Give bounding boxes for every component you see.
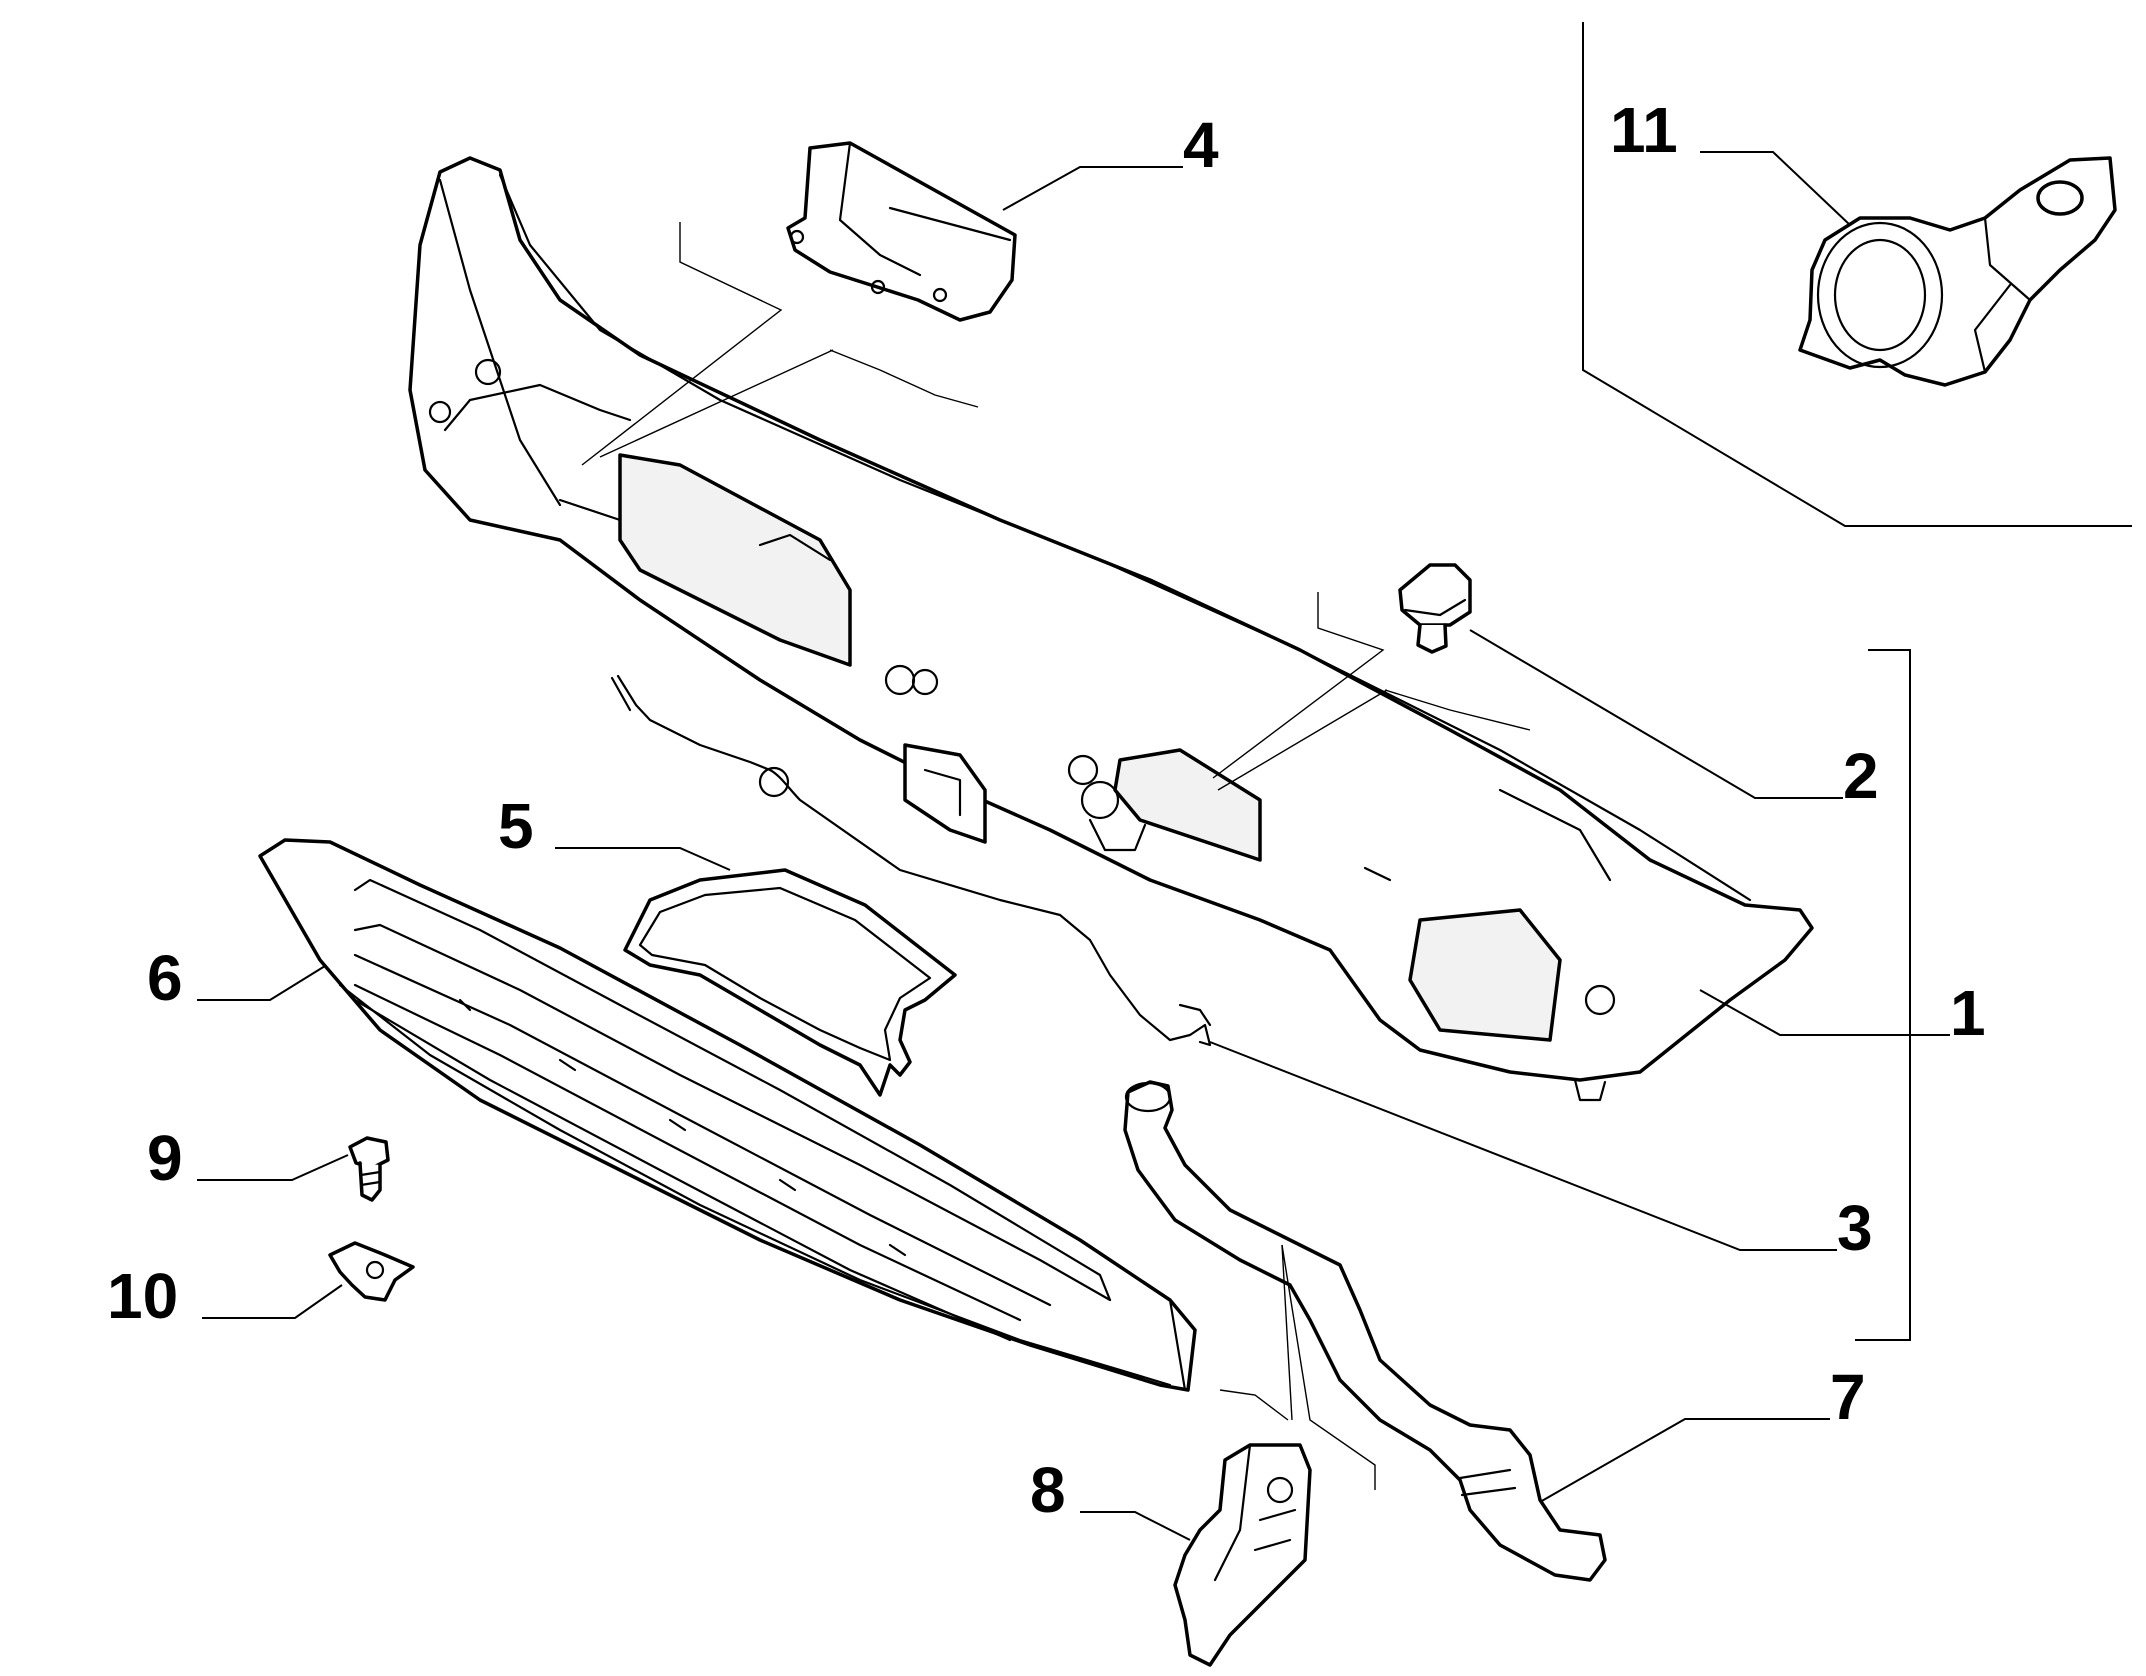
leader-lines [197,151,1950,1541]
callout-2: 2 [1843,740,1879,812]
callout-9: 9 [147,1122,183,1194]
callout-7: 7 [1830,1361,1866,1433]
part-8-bracket [1173,1443,1312,1667]
part-2-washer-nozzle [1398,563,1472,654]
part-11-housing [1798,156,2117,387]
inset-frame [1582,22,2132,527]
part-9-bolt [348,1136,390,1202]
part-5-gasket [623,868,957,1097]
callout-10: 10 [107,1260,178,1332]
part-10-clip-nut [328,1241,415,1302]
callout-4: 4 [1183,109,1219,181]
part-6-grille [258,838,1197,1392]
callout-3: 3 [1837,1192,1873,1264]
part-3-washer-hose [610,674,1212,1047]
callout-11: 11 [1610,94,1678,166]
part-7-drain-hose [1123,1080,1607,1582]
part-1-cowl-panel [408,156,1814,1102]
part-4-cover-bracket [786,141,1017,322]
callout-labels: 1 2 3 4 5 6 7 8 9 10 11 [107,94,1986,1526]
callout-5: 5 [498,790,534,862]
callout-1: 1 [1950,977,1986,1049]
callout-8: 8 [1030,1454,1066,1526]
callout-6: 6 [147,942,183,1014]
